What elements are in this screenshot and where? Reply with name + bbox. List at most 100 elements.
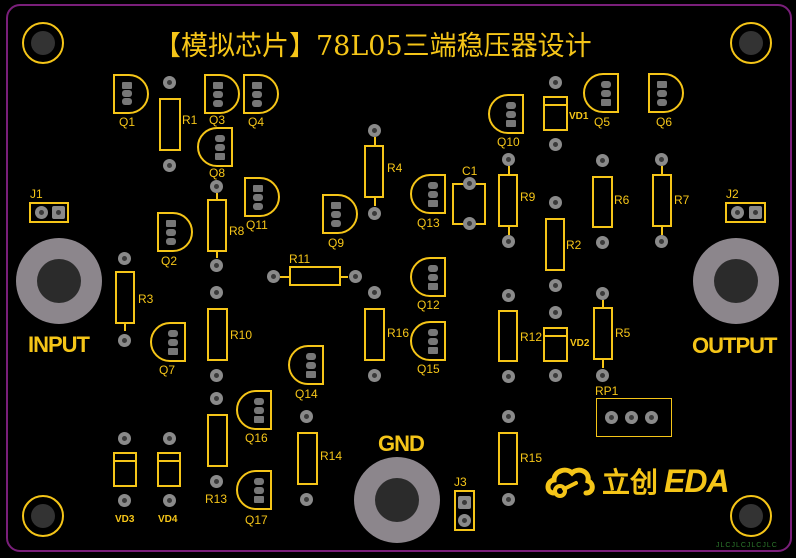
label-q7: Q7 xyxy=(159,363,176,377)
r1-pad-2 xyxy=(163,159,176,172)
lceda-logo: 立创 EDA xyxy=(544,461,730,501)
input-terminal-pad[interactable] xyxy=(16,238,102,324)
r15-pad-1 xyxy=(502,410,515,423)
label-q11: Q11 xyxy=(246,218,268,232)
vd1-pad-2 xyxy=(549,138,562,151)
resistor-r9[interactable] xyxy=(498,174,518,227)
transistor-q11[interactable] xyxy=(244,177,280,217)
resistor-r2[interactable] xyxy=(545,218,565,271)
transistor-q14[interactable] xyxy=(288,345,324,385)
label-q9: Q9 xyxy=(328,236,345,250)
resistor-r1[interactable] xyxy=(159,98,181,151)
connector-j1[interactable] xyxy=(29,202,69,223)
transistor-q2[interactable] xyxy=(157,212,193,252)
label-r1: R1 xyxy=(182,113,198,127)
r13-pad-1 xyxy=(210,392,223,405)
mounting-hole-top-right xyxy=(730,22,772,64)
label-r2: R2 xyxy=(566,238,582,252)
r9-pad-1 xyxy=(502,153,515,166)
c1-pad-2 xyxy=(463,217,476,230)
transistor-q15[interactable] xyxy=(410,321,446,361)
label-q4: Q4 xyxy=(248,115,265,129)
label-q12: Q12 xyxy=(417,298,440,312)
diode-vd2[interactable] xyxy=(543,327,568,362)
transistor-q1[interactable] xyxy=(113,74,149,114)
connector-j3[interactable] xyxy=(454,490,475,531)
resistor-r12[interactable] xyxy=(498,310,518,362)
r3-pad-2 xyxy=(118,334,131,347)
label-r6: R6 xyxy=(614,193,630,207)
resistor-r13[interactable] xyxy=(207,414,228,467)
transistor-q13[interactable] xyxy=(410,174,446,214)
transistor-q7[interactable] xyxy=(150,322,186,362)
resistor-r15[interactable] xyxy=(498,432,518,485)
vd1-pad-1 xyxy=(549,76,562,89)
transistor-q6[interactable] xyxy=(648,73,684,113)
transistor-q9[interactable] xyxy=(322,194,358,234)
mounting-hole-bottom-left xyxy=(22,495,64,537)
r12-pad-2 xyxy=(502,370,515,383)
vd2-pad-2 xyxy=(549,369,562,382)
r5-pad-2 xyxy=(596,369,609,382)
label-r5: R5 xyxy=(615,326,631,340)
label-q8: Q8 xyxy=(209,166,226,180)
resistor-r4[interactable] xyxy=(364,145,384,198)
label-r16: R16 xyxy=(387,326,410,340)
r7-pad-2 xyxy=(655,235,668,248)
transistor-q17[interactable] xyxy=(236,470,272,510)
gnd-label: GND xyxy=(378,431,425,456)
resistor-r5[interactable] xyxy=(593,307,613,360)
logo-cn-text: 立创 xyxy=(602,466,659,499)
resistor-r8[interactable] xyxy=(207,199,227,252)
r7-pad-1 xyxy=(655,153,668,166)
potentiometer-rp1[interactable] xyxy=(596,398,672,437)
label-q16: Q16 xyxy=(245,431,268,445)
transistor-q5[interactable] xyxy=(583,73,619,113)
label-q2: Q2 xyxy=(161,254,178,268)
vd4-pad-2 xyxy=(163,494,176,507)
diode-vd4[interactable] xyxy=(157,452,181,487)
r15-pad-2 xyxy=(502,493,515,506)
vd3-pad-2 xyxy=(118,494,131,507)
label-r12: R12 xyxy=(520,330,543,344)
r9-pad-2 xyxy=(502,235,515,248)
resistor-r7[interactable] xyxy=(652,174,672,227)
resistor-r14[interactable] xyxy=(297,432,318,485)
transistor-q4[interactable] xyxy=(243,74,279,114)
label-r11: R11 xyxy=(289,252,311,266)
label-q17: Q17 xyxy=(245,513,268,527)
label-j3: J3 xyxy=(454,475,467,489)
connector-j2[interactable] xyxy=(725,202,766,223)
transistor-q16[interactable] xyxy=(236,390,272,430)
label-r13: R13 xyxy=(205,492,228,506)
resistor-r6[interactable] xyxy=(592,176,613,228)
r13-pad-2 xyxy=(210,475,223,488)
cloud-icon xyxy=(545,467,595,498)
resistor-r11[interactable] xyxy=(289,266,341,286)
r11-pad-1 xyxy=(267,270,280,283)
r16-pad-2 xyxy=(368,369,381,382)
transistor-q3[interactable] xyxy=(204,74,240,114)
gnd-terminal-pad[interactable] xyxy=(354,457,440,543)
transistor-q12[interactable] xyxy=(410,257,446,297)
diode-vd1[interactable] xyxy=(543,96,568,131)
resistor-r10[interactable] xyxy=(207,308,228,361)
label-r3: R3 xyxy=(138,292,154,306)
label-r10: R10 xyxy=(230,328,253,342)
resistor-r16[interactable] xyxy=(364,308,385,361)
transistor-q10[interactable] xyxy=(488,94,524,134)
label-r14: R14 xyxy=(320,449,343,463)
r3-pad-1 xyxy=(118,252,131,265)
r6-pad-1 xyxy=(596,154,609,167)
transistor-q8[interactable] xyxy=(197,127,233,167)
diode-vd3[interactable] xyxy=(113,452,137,487)
label-c1: C1 xyxy=(462,164,478,178)
r10-pad-2 xyxy=(210,369,223,382)
label-q1: Q1 xyxy=(119,115,136,129)
label-r9: R9 xyxy=(520,190,536,204)
r14-pad-1 xyxy=(300,410,313,423)
output-terminal-pad[interactable] xyxy=(693,238,779,324)
label-r4: R4 xyxy=(387,161,403,175)
resistor-r3[interactable] xyxy=(115,271,135,324)
r8-pad-1 xyxy=(210,180,223,193)
